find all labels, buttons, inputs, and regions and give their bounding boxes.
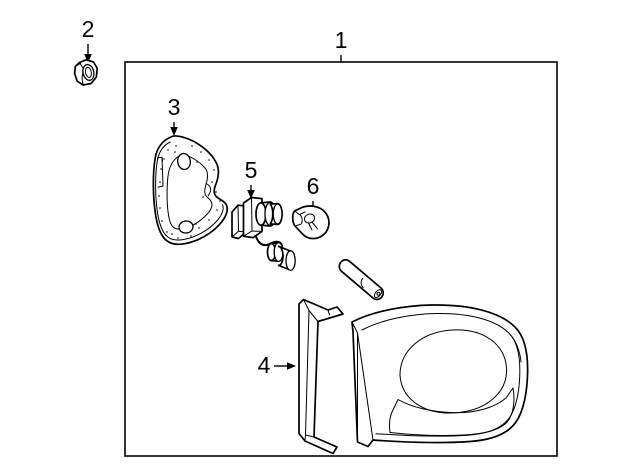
callout-2-number: 2 — [82, 16, 95, 42]
callout-3-group: 3 — [168, 94, 181, 136]
gasket-hole-lower — [178, 220, 194, 234]
trim-seal-strip — [298, 298, 344, 455]
tube-bulb — [338, 258, 385, 301]
gasket-stipple — [158, 145, 221, 239]
callout-4-arrowhead — [287, 362, 296, 370]
flange-nut — [73, 58, 99, 86]
callout-1-number: 1 — [335, 27, 348, 53]
callout-4-group: 4 — [258, 352, 296, 378]
callout-4-number: 4 — [258, 352, 271, 378]
callout-3-arrowhead — [170, 127, 178, 136]
second-socket — [266, 241, 296, 272]
callout-5-arrowhead — [247, 190, 255, 199]
gasket-hole-upper — [177, 152, 191, 171]
wedge-bulb — [291, 205, 330, 240]
callout-2-group: 2 — [82, 16, 95, 63]
callout-3-number: 3 — [168, 94, 181, 120]
callout-5-number: 5 — [245, 157, 258, 183]
lamp-housing — [351, 304, 529, 448]
callout-1-group: 1 — [335, 27, 348, 62]
callout-6-number: 6 — [307, 173, 320, 199]
callout-5-group: 5 — [245, 157, 258, 199]
bulb-socket-harness — [231, 196, 283, 247]
lamp-gasket — [152, 135, 229, 246]
callout-2-arrowhead — [84, 54, 92, 63]
